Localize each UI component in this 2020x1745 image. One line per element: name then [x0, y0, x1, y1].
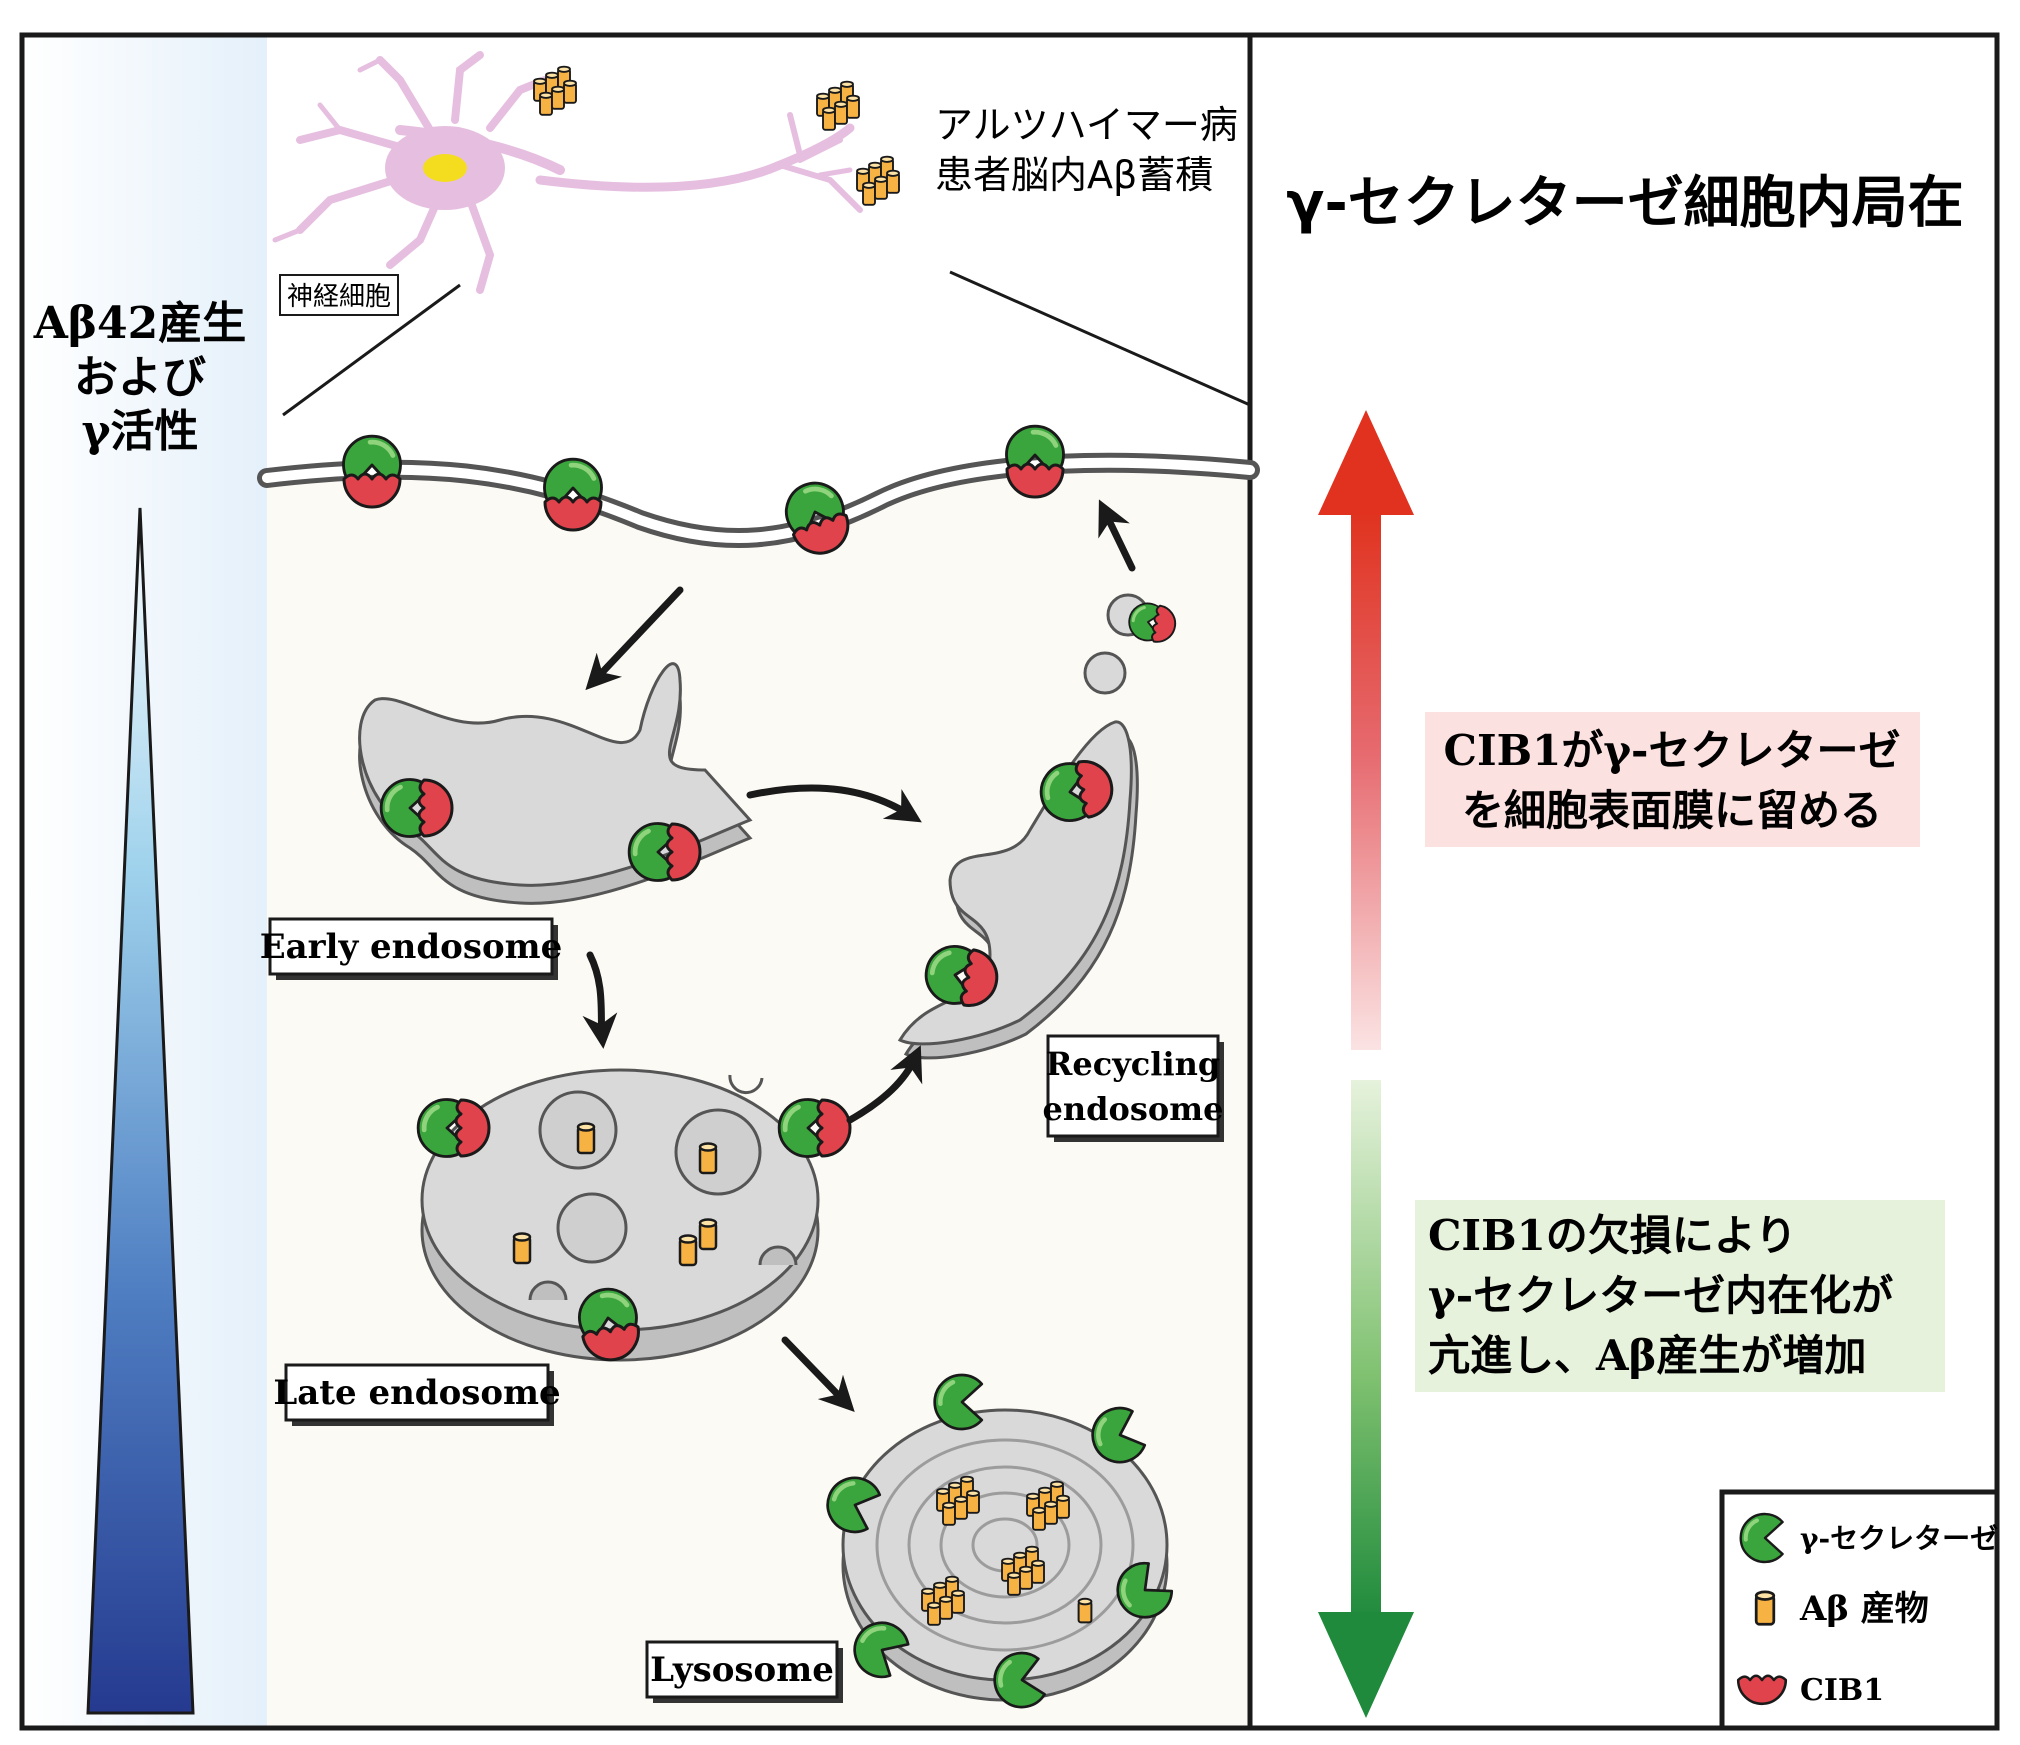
neuron-illustration	[272, 51, 863, 294]
late-endosome-abeta	[678, 1234, 698, 1267]
neuron-label-box	[279, 274, 399, 316]
main-frame	[19, 32, 2000, 1731]
cib1-loss-text-2: γ-セクレターゼ内在化が	[1428, 1271, 1893, 1320]
cib1-loss-text-1: CIB1の欠損により	[1428, 1211, 1797, 1260]
early-endosome-label: Early endosome	[260, 927, 563, 967]
right-panel-title: γ-セクレターゼ細胞内局在	[1286, 171, 1963, 236]
neuron-nucleus	[423, 154, 467, 182]
legend-abeta-label: Aβ 産物	[1799, 1589, 1929, 1629]
late-endosome	[420, 1068, 820, 1362]
late-endosome-abeta	[698, 1218, 718, 1251]
cib1-loss-box	[1415, 1200, 1945, 1392]
late-endosome-abeta	[512, 1232, 532, 1265]
abeta-plaque	[857, 157, 899, 205]
lysosome-label: Lysosome	[650, 1650, 834, 1690]
zoom-line-left	[282, 283, 461, 417]
lysosome-label-box	[645, 1640, 839, 1699]
legend-abeta-icon	[1754, 1590, 1776, 1626]
activity-triangle	[86, 507, 195, 1715]
decrease-arrow-shaft	[1351, 1080, 1381, 1620]
early-endosome-label-box	[268, 917, 554, 976]
brain-note-2: 患者脳内Aβ蓄積	[935, 153, 1213, 197]
activity-bar-label-2: および	[74, 352, 206, 403]
recycling-endosome-label-box	[1046, 1034, 1220, 1138]
recycling-endosome-label-2: endosome	[1043, 1090, 1224, 1128]
surface-retention-box	[1425, 712, 1920, 847]
late-endosome-label-box	[284, 1363, 550, 1422]
late-endosome-abeta	[576, 1122, 596, 1155]
surface-retention-text-2: を細胞表面膜に留める	[1462, 786, 1882, 835]
lysosome-abeta	[1077, 1597, 1093, 1624]
zoom-line-right	[949, 270, 1251, 407]
cib1-loss-text-3: 亢進し、Aβ産生が増加	[1428, 1331, 1866, 1380]
decrease-arrow-head	[1318, 1612, 1414, 1718]
recycling-endosome-label-1: Recycling	[1046, 1045, 1220, 1083]
abeta-plaque	[817, 82, 859, 130]
brain-note-1: アルツハイマー病	[935, 103, 1238, 147]
increase-arrow-head	[1318, 410, 1414, 515]
abeta-plaque	[534, 67, 576, 115]
trafficking-arrows	[582, 499, 1136, 1413]
late-endosome-label: Late endosome	[273, 1373, 560, 1413]
activity-bar-label-1: Aβ42産生	[33, 298, 247, 349]
recycling-vesicle	[1083, 651, 1127, 695]
surface-retention-text-1: CIB1がγ-セクレターゼ	[1444, 726, 1901, 775]
increase-arrow-shaft	[1351, 510, 1381, 1050]
legend-gamma-label: γ-セクレターゼ	[1800, 1522, 1998, 1555]
activity-bar-label-3: γ活性	[81, 406, 198, 457]
late-endosome-abeta	[698, 1142, 718, 1175]
neuron-label: 神経細胞	[287, 282, 391, 312]
legend-cib1-label: CIB1	[1800, 1673, 1884, 1708]
